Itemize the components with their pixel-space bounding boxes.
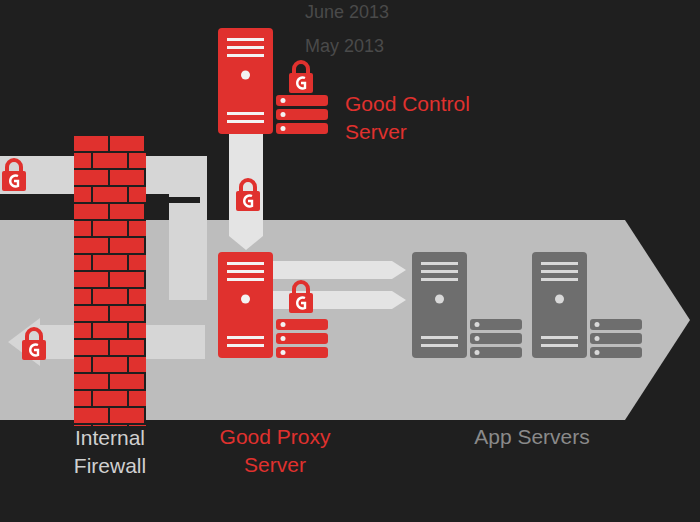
lock-icon (2, 160, 26, 191)
lock-icon (289, 62, 313, 93)
background-date: June 2013 (305, 2, 389, 23)
server-node: Good Proxy Server (210, 252, 350, 477)
node-label: App Servers (432, 423, 632, 451)
firewall: Internal Firewall (74, 136, 146, 481)
node-label: Good Control Server (345, 90, 505, 146)
server-node: App Servers (412, 252, 652, 467)
lock-icon (22, 329, 46, 360)
background-date: May 2013 (305, 36, 384, 57)
lock-icon (289, 282, 313, 313)
lock-icon (236, 180, 260, 211)
node-label: Good Proxy Server (200, 423, 350, 479)
node-label: Internal Firewall (55, 424, 165, 480)
